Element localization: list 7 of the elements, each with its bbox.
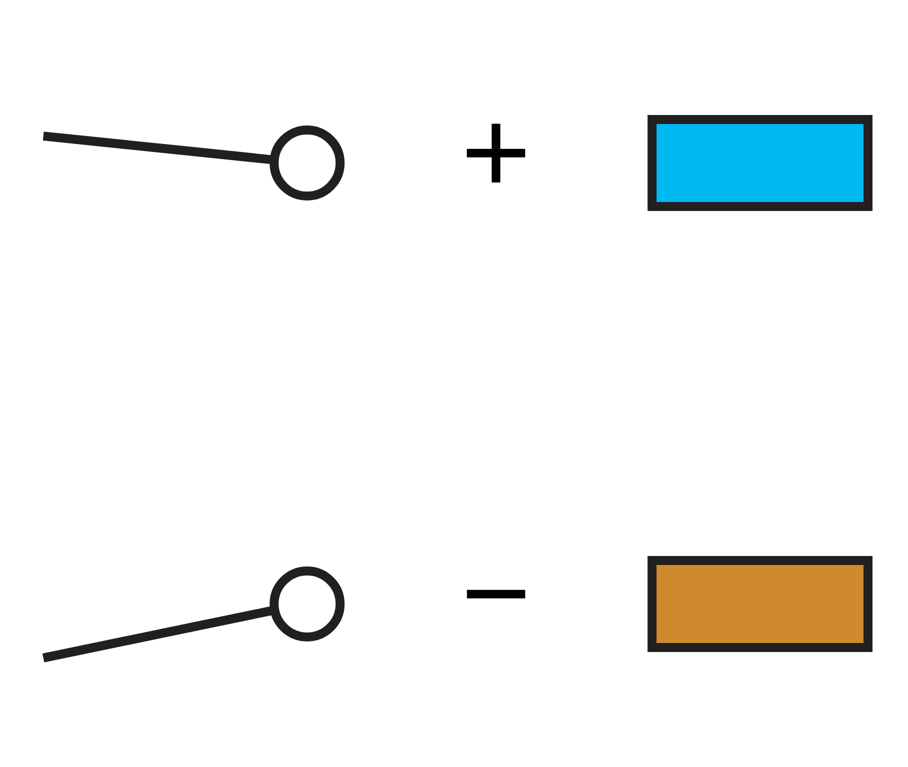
label: − — [460, 526, 531, 660]
node-box — [647, 115, 872, 212]
connector — [42, 606, 274, 662]
label: + — [460, 85, 531, 220]
node-circle — [269, 126, 344, 201]
node-box — [647, 556, 872, 652]
node-circle — [269, 566, 344, 642]
